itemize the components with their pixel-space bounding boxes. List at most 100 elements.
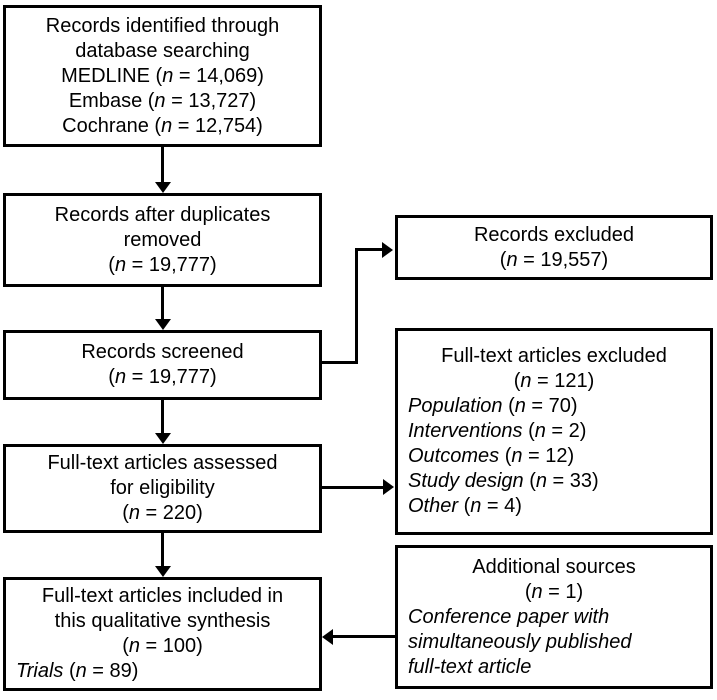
text-segment: = 89) (86, 660, 139, 682)
text-line: Additional sources (472, 555, 636, 578)
arrow-identified-to-duplicates-shaft (161, 146, 164, 183)
detail-line-trials: Trials (n = 89) (6, 659, 319, 684)
text-segment: ( (499, 248, 507, 271)
arrow-screened-to-excluded-segment-bottom (321, 361, 358, 364)
text-segment: = 121) (531, 370, 595, 392)
text-segment: = 12) (522, 445, 575, 467)
arrow-assessed-to-included-shaft (161, 532, 164, 567)
text-segment: = 19,777) (126, 366, 217, 388)
text-segment: = 100) (139, 635, 203, 657)
text-line: for eligibility (110, 477, 215, 499)
text-segment: ( (513, 370, 521, 392)
arrow-assessed-to-fulltext-excluded-shaft (321, 486, 384, 489)
text-segment: ( (522, 420, 535, 442)
text-segment: ( (458, 495, 471, 517)
box-records-identified: Records identified through database sear… (3, 5, 322, 147)
arrow-screened-to-excluded-segment-top (355, 248, 383, 251)
text-segment: ( (108, 253, 115, 276)
n-symbol: n (161, 114, 173, 137)
text-segment: = 19,777) (126, 253, 217, 276)
n-symbol: n (128, 635, 140, 657)
n-symbol: n (534, 420, 546, 442)
text-segment: = 70) (525, 395, 578, 417)
text-segment: ( (499, 445, 512, 467)
category-label: Other (408, 495, 459, 517)
reason-line-population: Population (n = 70) (398, 394, 710, 419)
note-line: Conference paper with (408, 605, 610, 628)
category-label: Interventions (408, 420, 523, 442)
box-records-excluded: Records excluded (n = 19,557) (395, 215, 713, 280)
box-fulltext-assessed: Full-text articles assessed for eligibil… (3, 444, 322, 533)
text-segment: Embase ( (68, 89, 155, 112)
count-line: (n = 19,777) (6, 253, 319, 278)
category-label: Population (408, 395, 503, 417)
arrow-duplicates-to-screened-shaft (161, 286, 164, 320)
text-line: Full-text articles included in (41, 585, 284, 607)
count-line: (n = 100) (6, 634, 319, 659)
text-segment: MEDLINE ( (61, 64, 163, 87)
text-line: Full-text articles excluded (441, 345, 667, 367)
n-symbol: n (470, 495, 482, 517)
category-label: Study design (408, 470, 524, 492)
text-segment: Cochrane ( (62, 114, 162, 137)
n-symbol: n (514, 395, 526, 417)
box-fulltext-included: Full-text articles included in this qual… (3, 577, 322, 691)
text-segment: = 1) (542, 580, 584, 603)
text-segment: = 19,557) (517, 248, 609, 271)
n-symbol: n (75, 660, 87, 682)
category-label: Trials (16, 660, 64, 682)
text-segment: = 13,727) (165, 89, 257, 112)
text-segment: ( (502, 395, 515, 417)
text-segment: ( (523, 470, 536, 492)
count-line: (n = 1) (398, 580, 710, 605)
box-fulltext-excluded: Full-text articles excluded (n = 121) Po… (395, 328, 713, 535)
text-segment: = 12,754) (172, 114, 263, 137)
text-segment: = 220) (139, 502, 203, 524)
text-segment: = 33) (546, 470, 599, 492)
count-line-embase: Embase (n = 13,727) (6, 89, 319, 114)
arrow-screened-to-assessed-head (155, 433, 171, 444)
box-additional-sources: Additional sources (n = 1) Conference pa… (395, 545, 713, 689)
count-line-medline: MEDLINE (n = 14,069) (6, 64, 319, 89)
arrow-screened-to-excluded-head (382, 242, 393, 258)
text-segment: = 14,069) (173, 64, 264, 87)
count-line-cochrane: Cochrane (n = 12,754) (6, 114, 319, 139)
text-segment: ( (108, 366, 115, 388)
count-line: (n = 220) (6, 501, 319, 526)
box-duplicates-removed: Records after duplicates removed (n = 19… (3, 193, 322, 287)
reason-line-interventions: Interventions (n = 2) (398, 419, 710, 444)
text-segment: ( (122, 502, 129, 524)
arrow-identified-to-duplicates-head (155, 182, 171, 193)
n-symbol: n (511, 445, 523, 467)
n-symbol: n (535, 470, 547, 492)
reason-line-study-design: Study design (n = 33) (398, 469, 710, 494)
arrow-duplicates-to-screened-head (155, 319, 171, 330)
text-segment: ( (63, 660, 76, 682)
n-symbol: n (162, 64, 174, 87)
n-symbol: n (520, 370, 532, 392)
n-symbol: n (114, 253, 127, 276)
arrow-assessed-to-included-head (155, 566, 171, 577)
text-line: Records after duplicates (54, 203, 271, 226)
n-symbol: n (114, 366, 127, 388)
arrow-screened-to-excluded-segment-vertical (355, 249, 358, 364)
arrow-assessed-to-fulltext-excluded-head (383, 479, 394, 495)
text-line: removed (123, 228, 202, 251)
note-line: full-text article (408, 655, 532, 678)
text-segment: ( (524, 580, 532, 603)
text-line: database searching (75, 39, 250, 62)
text-line: Records excluded (473, 223, 635, 246)
note-line: simultaneously published (408, 630, 632, 653)
count-line: (n = 19,777) (6, 365, 319, 390)
box-records-screened: Records screened (n = 19,777) (3, 330, 322, 400)
text-line: Records screened (81, 341, 244, 363)
arrow-additional-to-included-head (322, 629, 333, 645)
arrow-screened-to-assessed-shaft (161, 399, 164, 434)
text-line: Records identified through (45, 14, 280, 37)
count-line: (n = 121) (398, 369, 710, 394)
n-symbol: n (506, 248, 518, 271)
reason-line-other: Other (n = 4) (398, 494, 710, 519)
reason-line-outcomes: Outcomes (n = 12) (398, 444, 710, 469)
n-symbol: n (531, 580, 543, 603)
